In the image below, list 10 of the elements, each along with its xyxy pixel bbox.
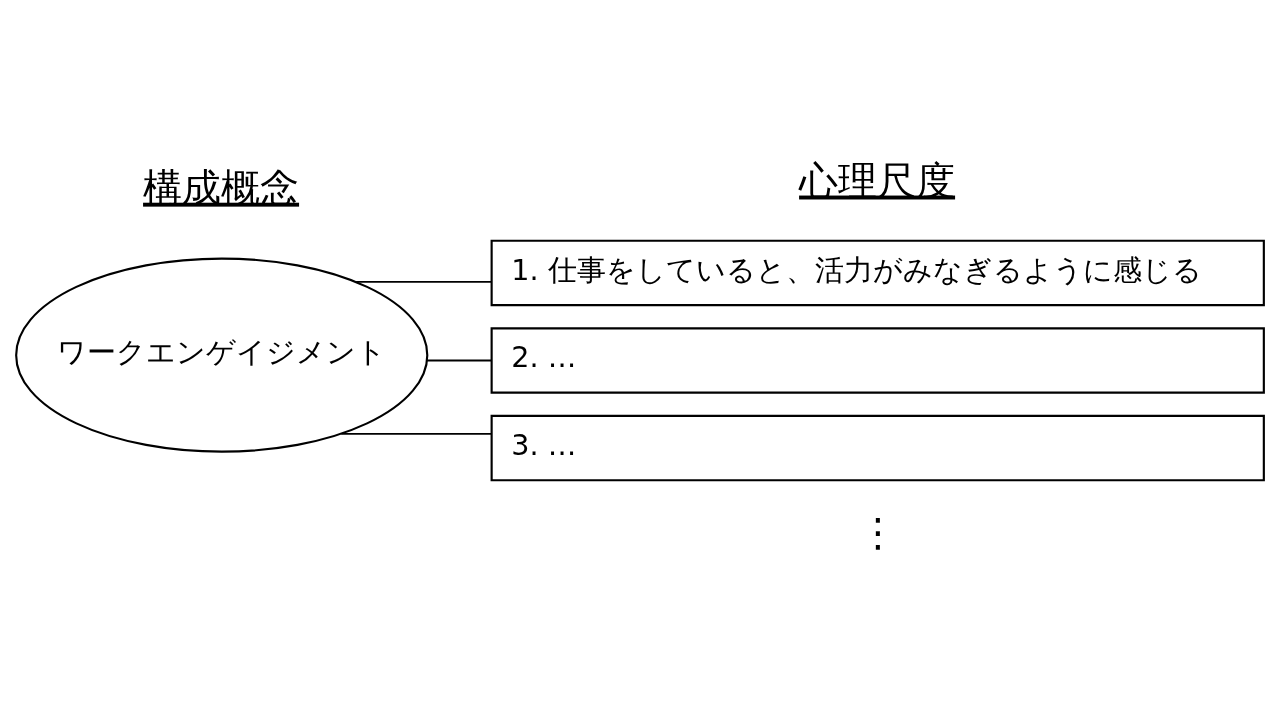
label: 構成概念: [143, 164, 300, 210]
node-box: 3. …: [490, 414, 1265, 481]
node-ellipse: ワークエンゲイジメント: [15, 257, 429, 453]
connector: [426, 359, 493, 361]
connector: [355, 280, 493, 283]
label: ⋮: [858, 509, 898, 555]
connector: [340, 432, 492, 435]
node-box: 1. 仕事をしていると、活力がみなぎるように感じる: [490, 239, 1265, 306]
node-box: 2. …: [490, 326, 1265, 394]
label: 心理尺度: [799, 157, 956, 203]
